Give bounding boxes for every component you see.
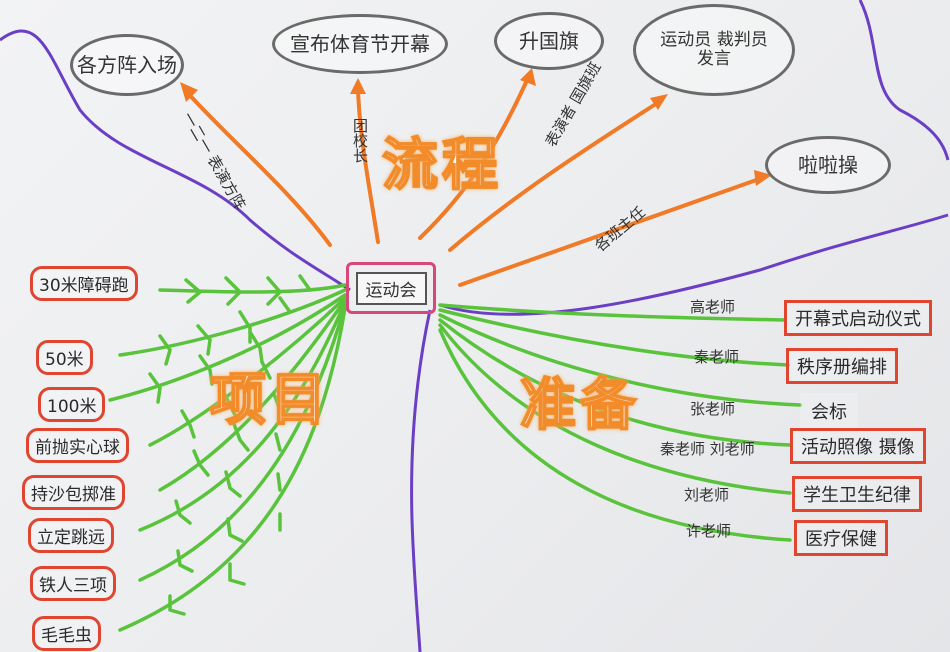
arrow-to-cheer xyxy=(458,176,764,287)
process-step-label: 啦啦操 xyxy=(798,153,858,177)
prep-task: 会标 xyxy=(800,393,858,429)
leaf-mark xyxy=(148,330,264,404)
leaf-mark xyxy=(184,274,312,306)
branch-line-3 xyxy=(108,293,347,402)
branch-line-8 xyxy=(118,306,347,632)
branch-line-1 xyxy=(158,283,347,294)
leaf-mark xyxy=(174,432,282,525)
prep-owner: 秦老师 刘老师 xyxy=(660,440,755,458)
event-item: 50米 xyxy=(36,340,93,375)
branch-line-5 xyxy=(158,298,347,492)
prep-line-5 xyxy=(438,323,792,495)
process-step-label: 各方阵入场 xyxy=(77,53,177,77)
event-item: 持沙包掷准 xyxy=(22,475,125,510)
arrow-to-flag xyxy=(418,76,530,240)
center-node-label: 运动会 xyxy=(355,271,427,305)
event-item: 立定跳远 xyxy=(28,518,114,553)
prep-owner: 高老师 xyxy=(690,298,736,316)
boundary-line-left xyxy=(0,29,351,292)
event-item: 铁人三项 xyxy=(30,566,116,601)
process-step-cheer: 啦啦操 xyxy=(765,136,891,194)
prep-line-6 xyxy=(438,328,792,542)
boundary-line-right xyxy=(858,0,950,161)
leaf-mark xyxy=(176,472,282,573)
branch-line-2 xyxy=(118,288,347,357)
prep-line-1 xyxy=(438,303,787,322)
boundary-line-down xyxy=(410,309,432,652)
prep-task: 学生卫生纪律 xyxy=(792,476,922,512)
prep-owner: 许老师 xyxy=(686,522,732,540)
prep-owner: 刘老师 xyxy=(684,486,730,504)
process-step-label: 宣布体育节开幕 xyxy=(290,32,430,56)
branch-line-4 xyxy=(148,296,347,447)
prep-line-4 xyxy=(438,318,792,447)
center-node: 运动会 xyxy=(346,262,436,314)
leaf-mark xyxy=(192,392,282,477)
prep-owner: 秦老师 xyxy=(694,348,740,366)
arrow-to-entrance xyxy=(183,88,332,247)
event-item: 100米 xyxy=(38,387,106,422)
section-title-events: 项目 xyxy=(209,367,330,434)
section-title-process: 流程 xyxy=(381,132,502,199)
event-item: 前抛实心球 xyxy=(26,428,129,463)
arrowhead-flag xyxy=(520,68,536,86)
leaf-mark xyxy=(158,296,292,366)
process-step-opening: 宣布体育节开幕 xyxy=(272,14,448,74)
process-step-label: 运动员 裁判员 发言 xyxy=(660,30,768,69)
arrow-to-oath xyxy=(448,98,664,252)
leaf-mark xyxy=(180,360,272,439)
leaf-mark xyxy=(168,512,282,616)
process-step-entrance: 各方阵入场 xyxy=(70,34,184,96)
section-title-prep: 准备 xyxy=(519,372,640,439)
branch-note-opening: 团校长 xyxy=(351,118,369,163)
prep-owner: 张老师 xyxy=(690,400,736,418)
branch-line-7 xyxy=(138,303,347,582)
prep-line-3 xyxy=(438,313,802,407)
arrow-to-opening xyxy=(356,88,380,244)
process-step-flag: 升国旗 xyxy=(494,12,604,70)
boundary-line-mid xyxy=(439,213,949,316)
prep-task: 医疗保健 xyxy=(794,520,888,556)
process-step-oath: 运动员 裁判员 发言 xyxy=(633,4,795,96)
prep-task: 开幕式启动仪式 xyxy=(784,300,932,336)
event-item: 毛毛虫 xyxy=(32,616,101,651)
arrowhead-opening xyxy=(350,78,366,94)
arrowhead-entrance xyxy=(180,82,198,102)
prep-task: 活动照像 摄像 xyxy=(790,428,926,464)
prep-task: 秩序册编排 xyxy=(786,348,898,384)
prep-line-2 xyxy=(438,308,790,367)
process-step-label: 升国旗 xyxy=(519,29,579,53)
event-item: 30米障碍跑 xyxy=(30,266,138,301)
arrowhead-oath xyxy=(650,94,668,110)
